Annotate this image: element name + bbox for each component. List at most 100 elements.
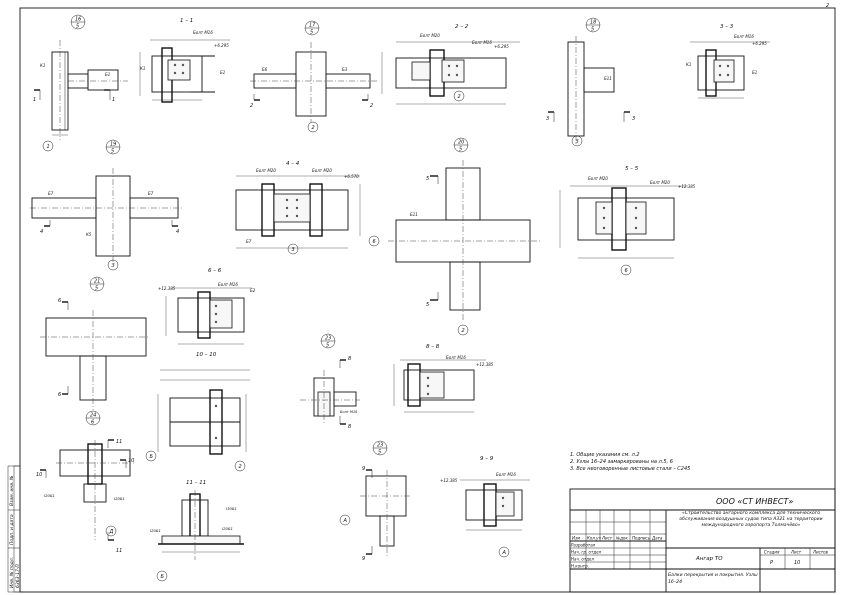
section-11-11-title: 11 – 11 [186,480,206,486]
node-18-view: 18 5 Б11 3 3 3 [546,17,635,147]
node-17-section-right: 2 [370,103,373,109]
node-20-view: 20 5 Б11 5 5 6 2 [368,137,540,336]
section-1-1: 1 – 1 Болт М16 +6.295 К1 Б1 [139,18,230,103]
section-1-1-title: 1 – 1 [180,18,193,24]
node-24-section-top: 11 [116,439,122,445]
section-1-1-elev: +6.295 [214,43,229,48]
section-4-4-bolt-a: Болт М20 [256,168,276,173]
node-16-k1: К1 [40,63,45,68]
section-4-4-bolt-b: Болт М20 [312,168,332,173]
side-value: 6363-17-П [15,564,21,588]
section-2-2-title: 2 – 2 [455,24,469,30]
section-3-3-title: 3 – 3 [720,24,734,30]
section-8-8-elev: +12.385 [476,362,494,367]
section-5-5-elev: +12.385 [678,184,696,189]
node-23-sheet: 5 [326,343,329,349]
section-6-6-elev: +12.385 [158,286,176,291]
node-16-section-right: 1 [112,97,115,103]
node-20-b11: Б11 [410,212,418,217]
note-3: 3. Все неоговоренные листовые стали – С2… [570,466,690,472]
node-20-axis-bottom: 2 [462,328,465,334]
section-11-11-beam-a: I30Б1 [226,506,237,511]
node-18-section-right: 3 [632,116,635,122]
node-23b-number: 23 [377,443,383,449]
sheet-frame [19,7,836,593]
node-24-beam-left: I20Б1 [44,493,55,498]
section-3-3: 3 – 3 Болт М16 +6.295 К1 Б1 [686,24,770,99]
node-18-sheet: 5 [591,27,594,33]
node-20-sheet: 5 [459,147,462,153]
section-4-4-b7: Б7 [246,239,252,244]
section-11-11-beam-b: I20Б1 [222,526,233,531]
node-16-view: 16 5 1 1 К1 Б1 1 [33,14,128,152]
section-6-6-b2: Б2 [250,288,256,293]
section-3-3-b1: Б1 [752,70,757,75]
sheet-number: 10 [794,560,800,566]
node-18-section-left: 3 [546,116,549,122]
node-20-number: 20 [458,140,464,146]
node-20-section-top: 5 [426,176,429,182]
rev-header-4: Подпись [632,536,651,541]
section-5-5-axis: 6 [625,268,628,274]
section-10-10-axis-left: Б [150,454,154,460]
section-2-2: 2 – 2 Болт М20 Болт М16 +6.295 2 [381,24,520,105]
node-17-view: 17 5 Б6 Б3 2 2 2 [250,20,378,133]
note-1: 1. Общие указания см. л.2 [570,452,640,458]
frame-number: 2 [826,3,829,9]
node-24-sheet: 6 [91,420,94,426]
section-9-9-title: 9 – 9 [480,456,494,462]
node-16-sheet: 5 [76,24,79,30]
node-23-section-bottom: 8 [348,424,351,430]
role-0: Разработал [571,543,596,548]
section-5-5-bolt-a: Болт М20 [588,176,608,181]
section-8-8-title: 8 – 8 [426,344,440,350]
title-block: ООО «СТ ИНВЕСТ» Изм Кол.уч Лист №док Под… [569,488,836,593]
node-24-section-bottom: 11 [116,548,122,554]
side-label-inv: Инв. № подл. [9,557,15,588]
node-21-section-bottom: 6 [58,392,61,398]
node-23-section-top: 8 [348,356,351,362]
general-notes: 1. Общие указания см. л.2 2. Узлы 16–24 … [570,452,690,472]
section-9-9-axis: А [502,550,507,556]
section-1-1-bolt: Болт М16 [193,30,213,35]
node-19-b7-right: Б7 [148,191,154,196]
role-2: Нач. отдел [571,557,594,562]
section-6-6-title: 6 – 6 [208,268,222,274]
stage-value: Р [770,560,773,566]
company-name: ООО «СТ ИНВЕСТ» [716,497,793,506]
node-17-axis: 2 [312,125,315,131]
section-10-10-title: 10 – 10 [196,352,217,358]
node-23-bolt: Болт М16 [340,410,358,414]
node-19-b7-left: Б7 [48,191,54,196]
node-18-number: 18 [590,20,596,26]
node-17-sheet: 5 [310,30,313,36]
node-24-section-right: 10 [128,458,134,464]
rev-header-2: Лист [601,536,613,541]
side-label-sign: Подп. и дата [9,514,15,545]
sheets-label: Листов [812,550,829,555]
node-19-number: 19 [110,142,116,148]
section-2-2-bolt-a: Болт М20 [420,33,440,38]
section-9-9-elev: +12.385 [440,478,458,483]
node-24-number: 24 [90,413,96,419]
node-24-axis: Д [109,529,114,535]
node-19-section-left: 4 [40,229,43,235]
sheet-label: Лист [790,550,802,555]
node-21-sheet: 5 [95,286,98,292]
node-17-number: 17 [309,23,316,29]
rev-header-5: Дата [651,536,663,541]
section-8-8: 8 – 8 Болт М16 +12.385 [393,344,494,413]
node-24-beam-right: I20Б1 [114,496,125,501]
section-5-5-title: 5 – 5 [625,166,639,172]
node-18-axis: 3 [576,139,579,145]
section-3-3-elev: +6.295 [752,41,767,46]
node-19-axis: 3 [112,263,115,269]
node-16-axis: 1 [47,144,50,150]
section-11-11: 11 – 11 I30Б1 I20Б1 I20Б1 Б [150,480,244,582]
section-2-2-axis: 2 [458,94,461,100]
node-16-number: 16 [75,17,81,23]
node-24-view: 11 11 10 10 I20Б1 I20Б1 Д [36,439,134,554]
section-11-11-beam-c: I20Б1 [150,528,161,533]
section-2-2-elev: +6.295 [494,44,509,49]
